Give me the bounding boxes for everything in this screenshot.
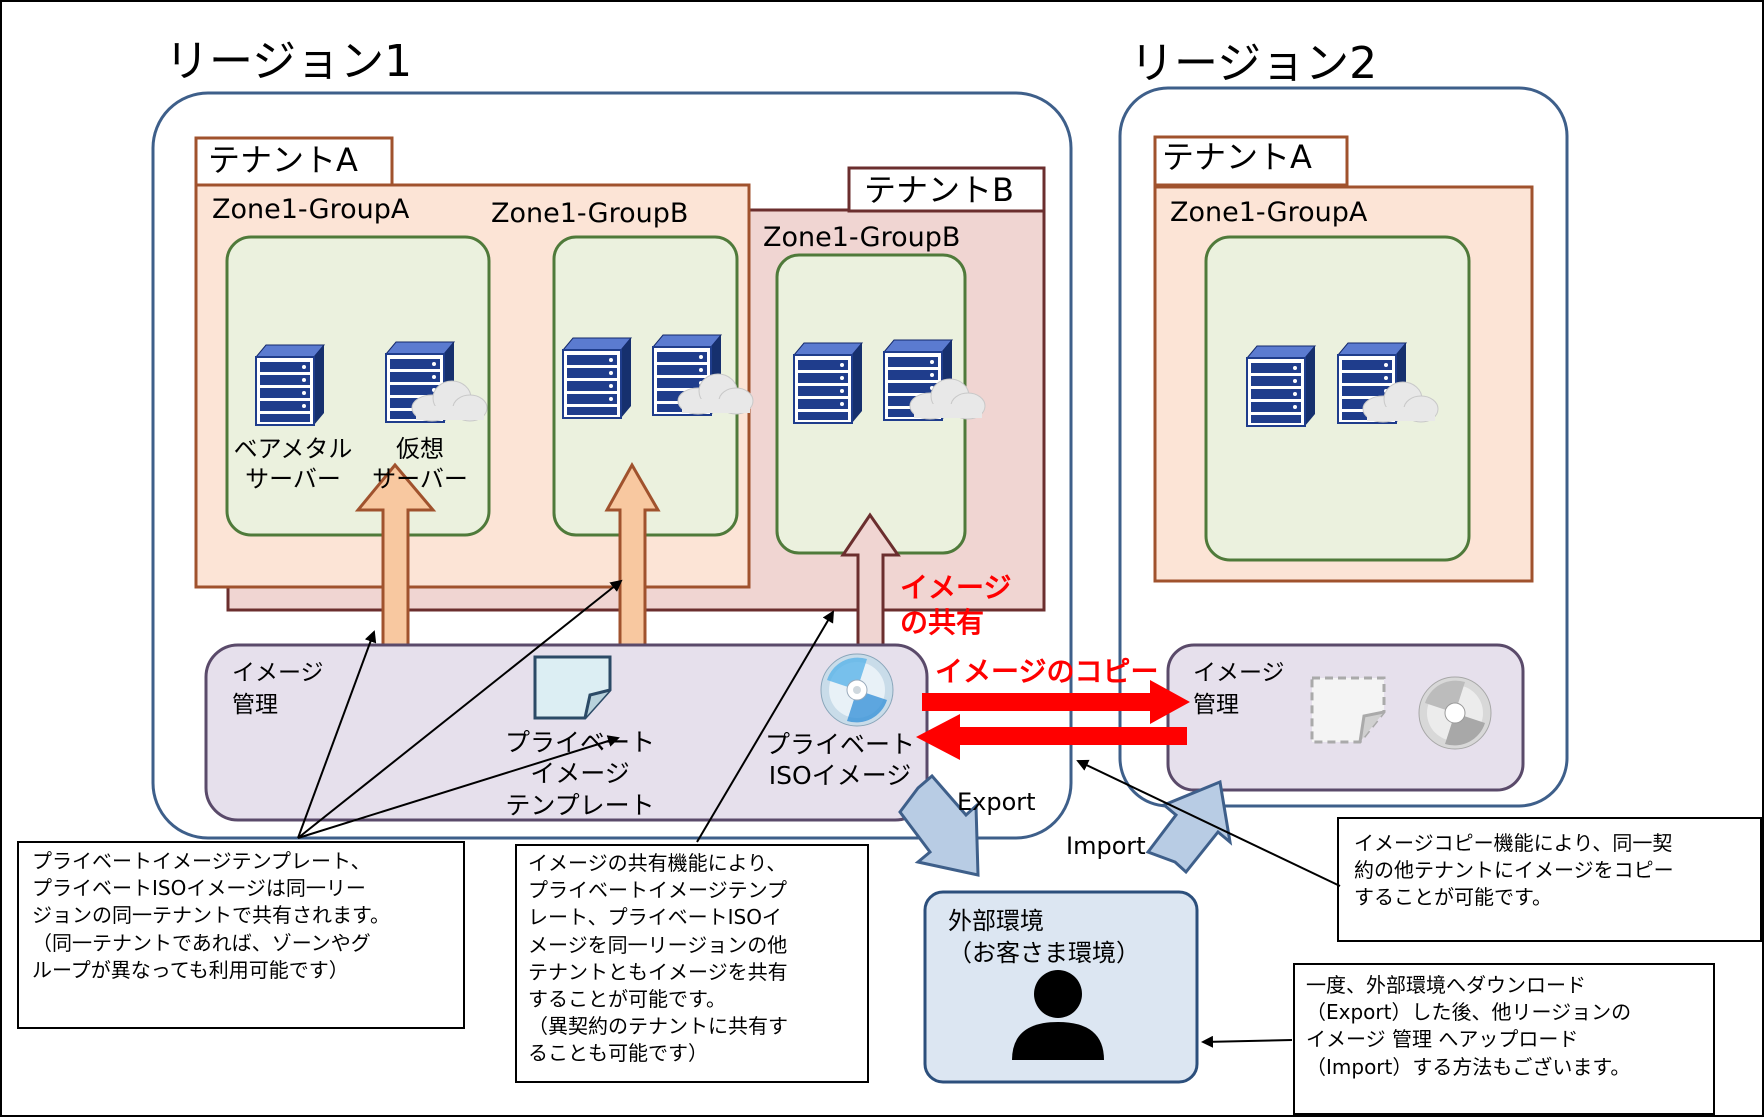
image-share-label: イメージ の共有 [900,571,1012,639]
baremetal-server-caption: ベアメタル サーバー [233,435,353,493]
zone-label-group-b: Zone1-GroupB [491,198,689,229]
note-box-4 [1293,963,1715,1115]
region-1-title: リージョン1 [165,36,413,87]
image-management-label-region2: イメージ 管理 [1193,660,1285,719]
zone-label-group-a: Zone1-GroupA [212,194,410,225]
note-4: 一度、外部環境へダウンロード （Export）した後、他リージョンの イメージ … [1306,973,1632,1079]
tenant-b-tab [847,166,1046,213]
image-copy-label: イメージのコピー [935,655,1159,688]
pointer-line [297,630,377,839]
disc-icon [820,653,894,727]
pointer-line [297,579,623,839]
note-box-2 [515,844,869,1083]
group-a-box [225,235,491,537]
copy-arrow-right [922,680,1190,724]
private-image-template-caption: プライベート イメージ テンプレート [504,728,655,820]
note-3: イメージコピー機能により、同一契 約の他テナントにイメージをコピー することが可… [1354,831,1674,910]
note-box-1 [17,841,465,1029]
zone-label-region2-group-a: Zone1-GroupA [1170,197,1368,228]
external-environment-title: 外部環境 （お客さま環境） [948,907,1140,968]
region2-tenant-a-tab [1153,135,1349,187]
zone-label-tenant-b-group-b: Zone1-GroupB [763,222,961,253]
baremetal-server-icon [562,337,632,419]
tenant-a-label: テナントA [208,141,358,179]
pointer-line [1201,1035,1293,1048]
region2-tenant-a-label: テナントA [1162,138,1312,176]
copy-arrow-left [916,714,1187,760]
note-box-3 [1337,817,1762,942]
baremetal-server-icon [255,344,325,426]
private-iso-image-caption: プライベート ISOイメージ [764,730,915,791]
share-up-arrow-group-a [354,462,437,647]
import-label: Import [1066,832,1146,860]
baremetal-server-icon [1246,345,1316,427]
pointer-line [297,735,620,839]
export-label: Export [957,788,1036,816]
document-icon [533,655,612,720]
person-icon [1012,970,1104,1060]
tenant-a-tab [194,136,394,187]
virtual-server-caption: 仮想 サーバー [372,435,468,493]
share-up-arrow-tenant-b [840,512,901,650]
export-arrow [898,773,980,877]
share-up-arrow-group-b [604,461,661,647]
baremetal-server-icon [793,342,863,424]
note-1: プライベートイメージテンプレート、 プライベートISOイメージは同一リー ジョン… [32,849,390,982]
image-management-label-region1: イメージ 管理 [232,660,324,719]
note-2: イメージの共有機能により、 プライベートイメージテンプ レート、プライベートIS… [528,851,788,1066]
document-placeholder-icon [1310,676,1386,744]
tenant-b-label: テナントB [864,171,1014,209]
region-2-title: リージョン2 [1130,38,1378,89]
pointer-line [1076,759,1341,887]
disc-placeholder-icon [1418,676,1492,750]
pointer-line [696,610,835,843]
